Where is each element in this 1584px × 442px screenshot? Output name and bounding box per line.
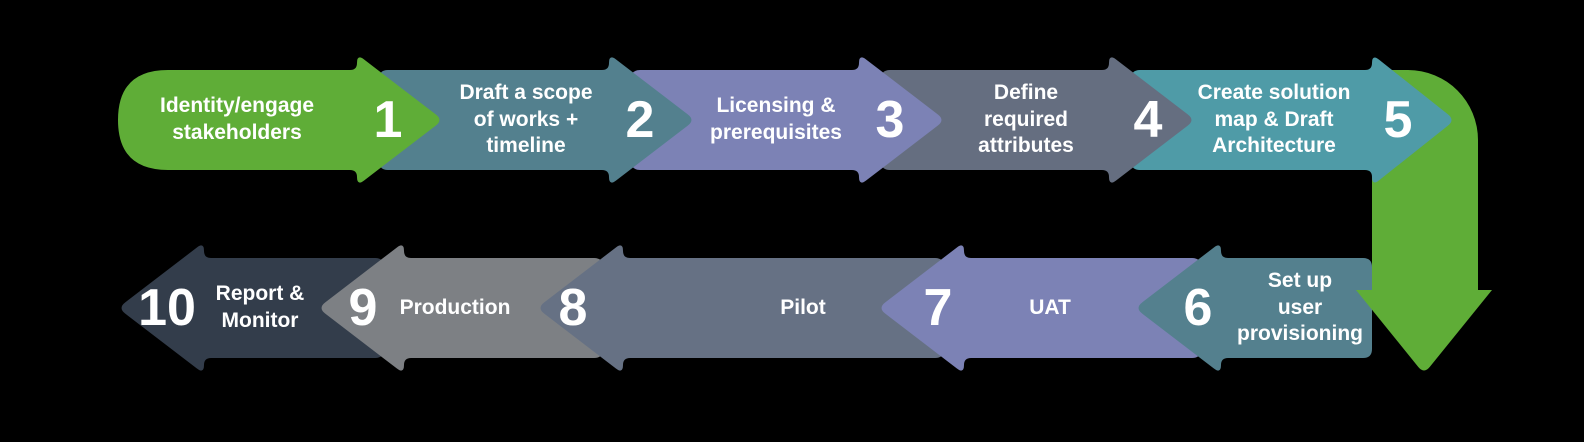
step-7-arrow: [881, 245, 1201, 371]
step-8-arrow: [540, 245, 944, 371]
step-5-arrow: [1131, 57, 1452, 183]
step-3-arrow: [631, 57, 942, 183]
step-6-arrow: [1138, 245, 1372, 371]
step-1-arrow: [118, 57, 440, 183]
step-2-arrow: [379, 57, 692, 183]
step-4-arrow: [881, 57, 1192, 183]
step-10-arrow: [121, 245, 385, 371]
step-9-arrow: [321, 245, 603, 371]
